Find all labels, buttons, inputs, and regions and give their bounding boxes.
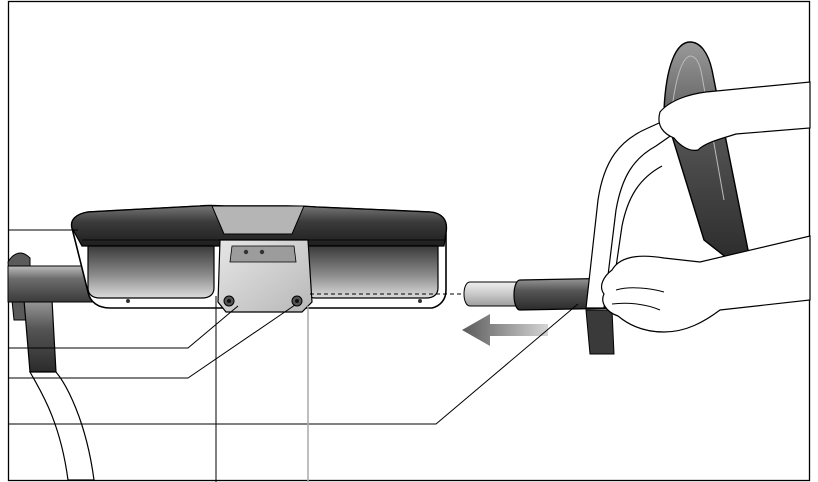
console-pad-left <box>87 245 215 299</box>
callout-line-2 <box>8 305 239 349</box>
callout-line-3 <box>8 304 296 379</box>
screw-hole <box>259 249 265 255</box>
screw-hole <box>243 249 249 255</box>
arrow-left-icon <box>462 314 548 346</box>
callout-line-4 <box>8 303 579 425</box>
screw-small <box>418 299 422 303</box>
console-pad-right <box>303 245 439 299</box>
console-body <box>70 204 448 313</box>
lower-hand <box>600 235 811 333</box>
upper-hand <box>658 81 811 151</box>
callout-leaders <box>8 229 579 425</box>
screw-small <box>126 299 130 303</box>
